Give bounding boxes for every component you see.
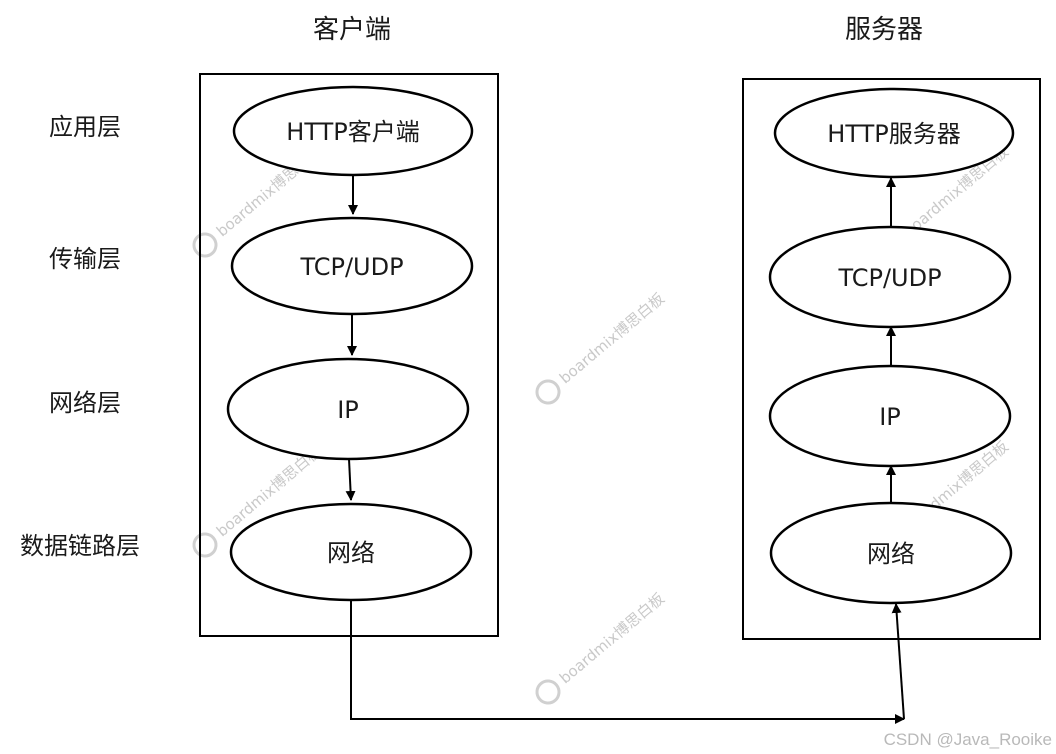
watermark: boardmix博思白板 xyxy=(535,589,668,705)
layer-label-datalink: 数据链路层 xyxy=(20,532,140,560)
client-node-network: 网络 xyxy=(229,502,473,602)
client-node-label: TCP/UDP xyxy=(299,253,403,281)
server-node-label: TCP/UDP xyxy=(837,264,941,292)
client-node-label: HTTP客户端 xyxy=(286,118,419,146)
server-stack-box xyxy=(742,78,1041,640)
server-column-title: 服务器 xyxy=(845,15,923,45)
layer-label-transport: 传输层 xyxy=(49,245,121,273)
server-node-tcp-udp: TCP/UDP xyxy=(768,225,1012,329)
server-node-ip: IP xyxy=(768,364,1012,468)
server-node-label: IP xyxy=(879,403,901,431)
server-node-label: HTTP服务器 xyxy=(827,120,960,148)
link-up-to-server-network xyxy=(891,603,905,720)
server-node-network: 网络 xyxy=(769,501,1013,605)
client-column-title: 客户端 xyxy=(313,15,391,45)
server-node-label: 网络 xyxy=(867,540,915,568)
client-stack-box xyxy=(199,73,499,637)
layer-label-network: 网络层 xyxy=(49,389,121,417)
watermark-text: boardmix博思白板 xyxy=(556,589,668,687)
arrow-client-ip-to-network xyxy=(345,458,356,501)
server-node-http: HTTP服务器 xyxy=(773,87,1015,179)
layer-label-application: 应用层 xyxy=(49,113,121,141)
credit-watermark: CSDN @Java_Rooike xyxy=(883,730,1052,749)
link-client-to-server-bottom xyxy=(350,600,905,724)
watermark: boardmix博思白板 xyxy=(535,289,668,405)
client-node-label: 网络 xyxy=(327,539,375,567)
watermark-text: boardmix博思白板 xyxy=(556,289,668,387)
client-node-ip: IP xyxy=(226,357,470,461)
client-node-http: HTTP客户端 xyxy=(232,85,474,177)
client-node-tcp-udp: TCP/UDP xyxy=(230,216,474,316)
client-node-label: IP xyxy=(337,396,359,424)
